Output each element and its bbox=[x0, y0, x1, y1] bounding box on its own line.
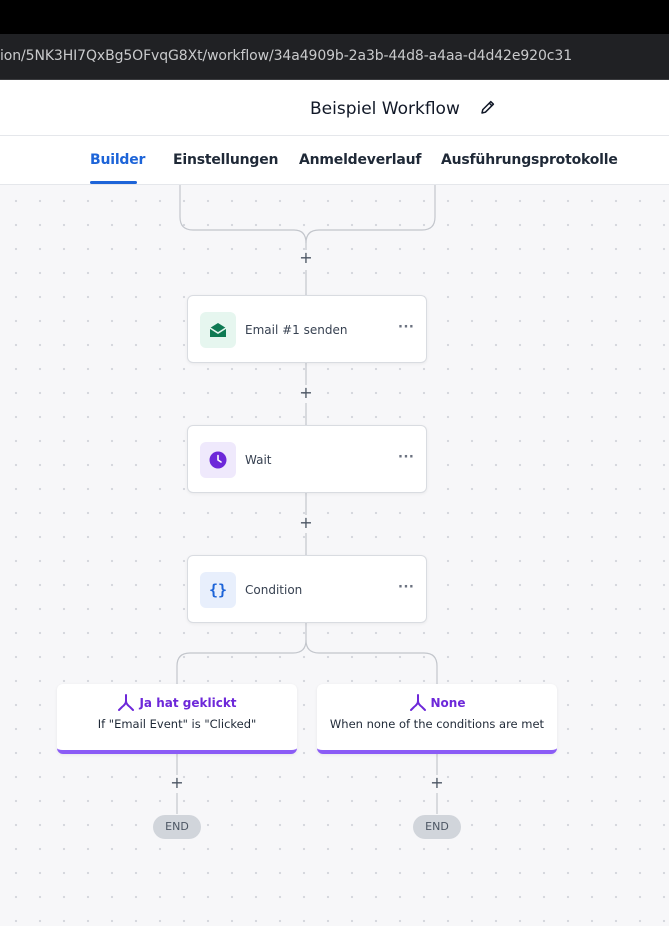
connector-lines bbox=[176, 185, 438, 814]
more-options-icon[interactable]: ··· bbox=[398, 450, 415, 465]
active-tab-indicator bbox=[90, 181, 137, 184]
branch-split-icon bbox=[409, 694, 426, 711]
pencil-icon[interactable] bbox=[478, 97, 498, 117]
branch-split-icon bbox=[118, 694, 135, 711]
branch-ja-hat-geklickt[interactable]: Ja hat geklickt If "Email Event" is "Cli… bbox=[57, 684, 297, 754]
branch-subtitle: If "Email Event" is "Clicked" bbox=[97, 717, 257, 731]
step-label: Condition bbox=[245, 583, 303, 597]
add-step-button[interactable]: + bbox=[299, 248, 313, 267]
more-options-icon[interactable]: ··· bbox=[398, 580, 415, 595]
tab-builder[interactable]: Builder bbox=[90, 152, 146, 168]
tab-einstellungen[interactable]: Einstellungen bbox=[173, 152, 279, 168]
branch-header: Ja hat geklickt bbox=[57, 694, 297, 712]
workflow-canvas[interactable]: + Email #1 senden ··· + Wait ··· + {} Co… bbox=[0, 185, 669, 926]
end-node: END bbox=[153, 815, 201, 839]
browser-top-bar bbox=[0, 0, 669, 34]
add-step-button[interactable]: + bbox=[299, 383, 313, 402]
add-step-button[interactable]: + bbox=[170, 773, 184, 792]
braces-glyph: {} bbox=[208, 581, 228, 599]
envelope-icon bbox=[200, 312, 236, 348]
end-node: END bbox=[413, 815, 461, 839]
page-header: Beispiel Workflow bbox=[0, 80, 669, 136]
tab-ausfuehrungsprotokolle[interactable]: Ausführungsprotokolle bbox=[441, 152, 618, 168]
add-step-button[interactable]: + bbox=[299, 513, 313, 532]
step-wait[interactable]: Wait ··· bbox=[187, 425, 427, 493]
tab-bar: Builder Einstellungen Anmeldeverlauf Aus… bbox=[0, 136, 669, 185]
step-label: Email #1 senden bbox=[245, 323, 348, 337]
branch-title: None bbox=[430, 696, 466, 710]
step-condition[interactable]: {} Condition ··· bbox=[187, 555, 427, 623]
address-bar[interactable]: ion/5NK3HI7QxBg5OFvqG8Xt/workflow/34a490… bbox=[0, 34, 669, 80]
step-label: Wait bbox=[245, 453, 272, 467]
clock-icon bbox=[200, 442, 236, 478]
curly-braces-icon: {} bbox=[200, 572, 236, 608]
more-options-icon[interactable]: ··· bbox=[398, 320, 415, 335]
workflow-title: Beispiel Workflow bbox=[310, 99, 460, 119]
tab-anmeldeverlauf[interactable]: Anmeldeverlauf bbox=[299, 152, 422, 168]
step-email-send[interactable]: Email #1 senden ··· bbox=[187, 295, 427, 363]
branch-subtitle: When none of the conditions are met bbox=[329, 717, 545, 731]
add-step-button[interactable]: + bbox=[430, 773, 444, 792]
branch-none[interactable]: None When none of the conditions are met bbox=[317, 684, 557, 754]
branch-header: None bbox=[317, 694, 557, 712]
url-text[interactable]: ion/5NK3HI7QxBg5OFvqG8Xt/workflow/34a490… bbox=[0, 48, 572, 64]
branch-title: Ja hat geklickt bbox=[139, 696, 237, 710]
